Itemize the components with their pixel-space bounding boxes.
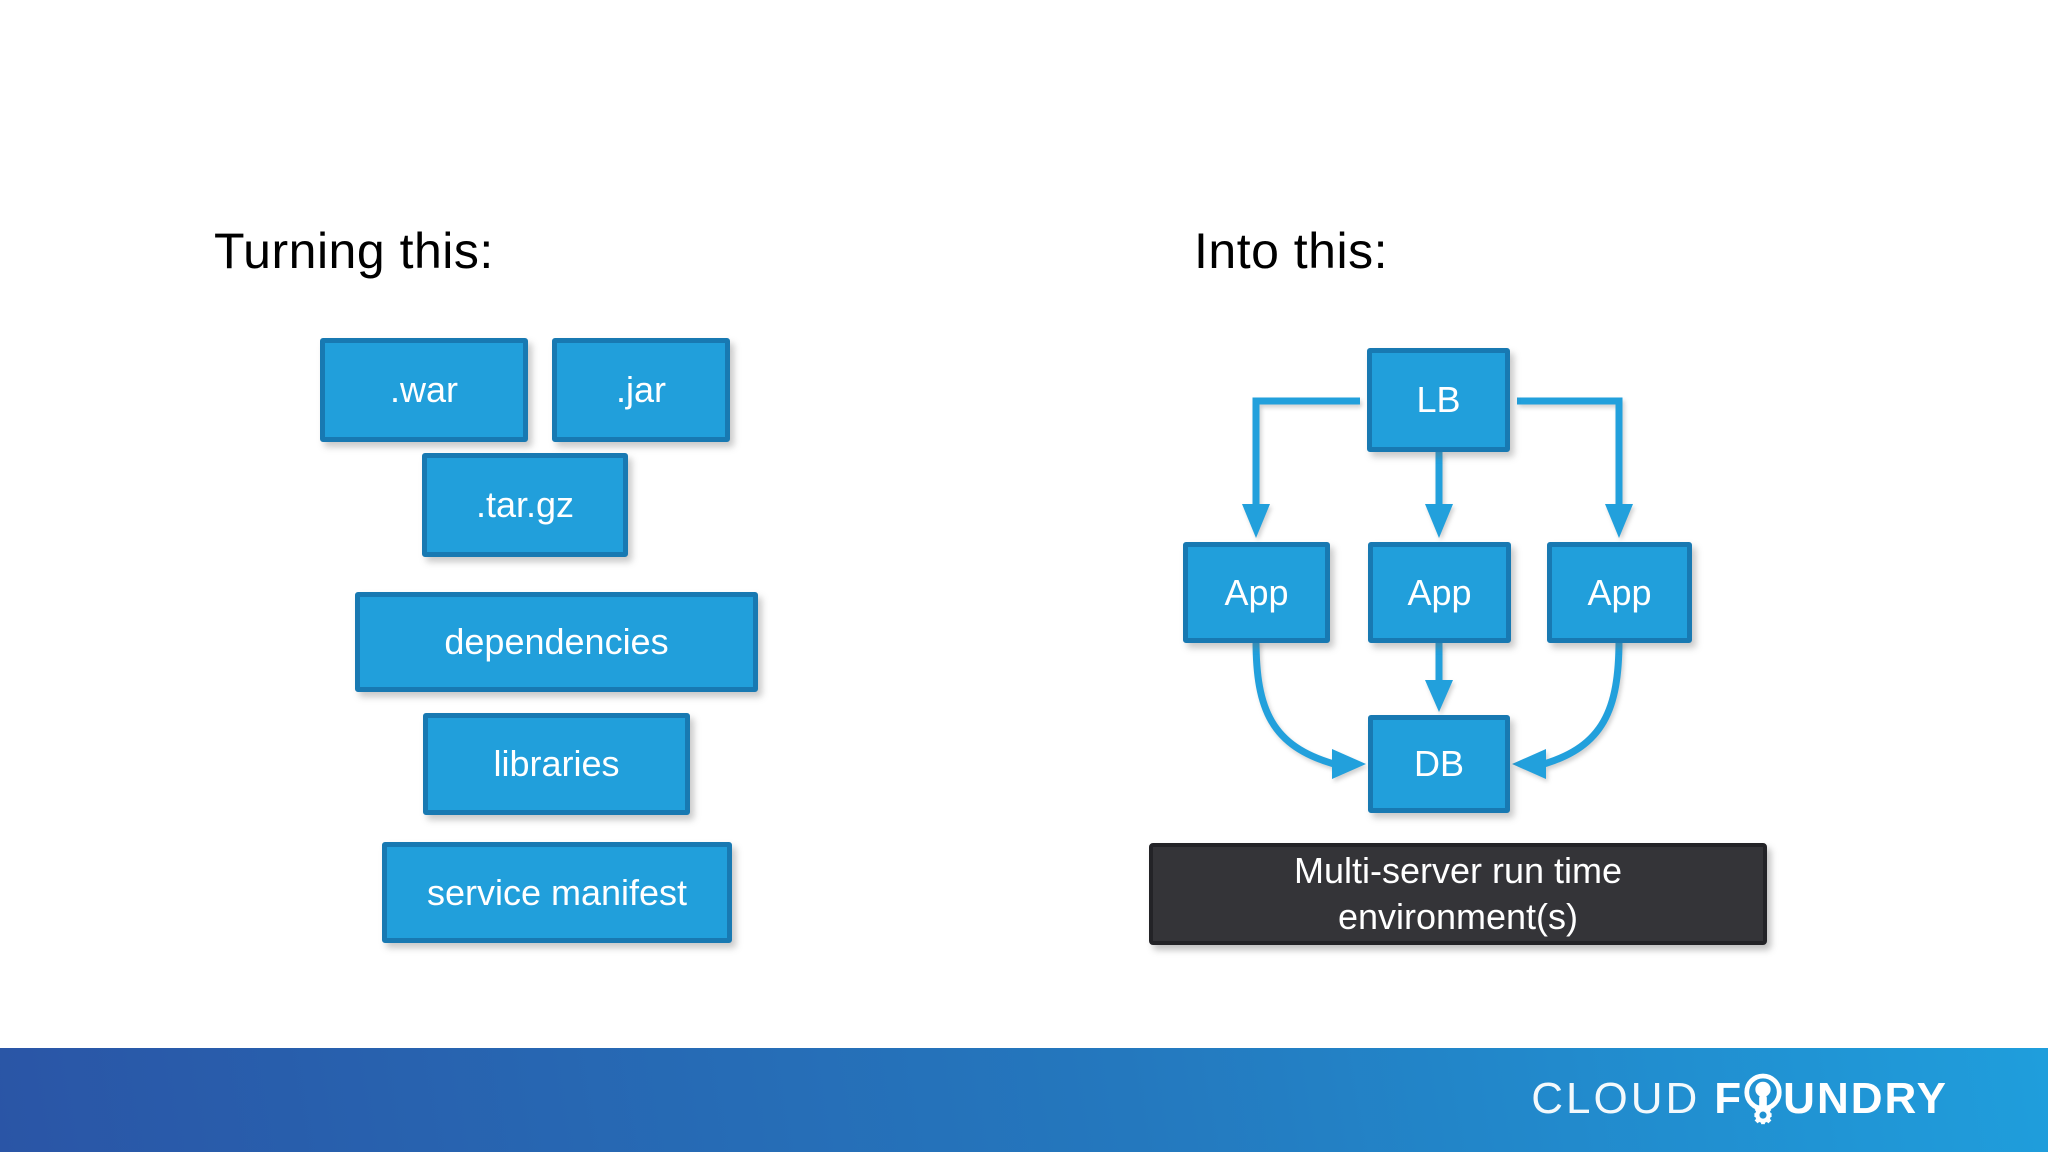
runtime-environment-caption: Multi-server run time environment(s) (1149, 843, 1767, 945)
caption-line-1: Multi-server run time (1293, 850, 1623, 891)
box-jar: .jar (552, 338, 730, 442)
arrowhead-app1 (1242, 504, 1270, 538)
cloud-foundry-logo: CLOUD F (1531, 1071, 1948, 1127)
arrow-app1-to-db (1252, 639, 1335, 768)
box-libraries: libraries (423, 713, 690, 815)
arrowhead-app3 (1605, 504, 1633, 538)
footer-bar: CLOUD F (0, 1048, 2048, 1152)
lightbulb-gear-icon (1744, 1073, 1782, 1125)
box-targz: .tar.gz (422, 453, 628, 557)
node-db: DB (1368, 715, 1510, 813)
box-service-manifest: service manifest (382, 842, 732, 943)
arrowhead-db-right (1512, 749, 1546, 779)
node-app-2: App (1368, 542, 1511, 643)
node-app-3: App (1547, 542, 1692, 643)
caption-line-2: environment(s) (1337, 896, 1579, 937)
arrow-lb-to-app3 (1517, 397, 1623, 506)
gear-icon (1754, 1106, 1772, 1125)
left-title: Turning this: (214, 223, 494, 279)
brand-word-foundry-f: F (1714, 1073, 1744, 1123)
right-title: Into this: (1194, 223, 1388, 279)
node-app-1: App (1183, 542, 1330, 643)
arrow-lb-to-app1 (1252, 397, 1360, 506)
arrowhead-app2 (1425, 504, 1453, 538)
box-war: .war (320, 338, 528, 442)
box-dependencies: dependencies (355, 592, 758, 692)
brand-word-cloud: CLOUD (1531, 1073, 1701, 1123)
arrowhead-db-top (1425, 680, 1453, 712)
arrow-app3-to-db (1542, 639, 1623, 768)
brand-word-foundry-rest: UNDRY (1783, 1073, 1948, 1123)
node-lb: LB (1367, 348, 1510, 452)
arrowhead-db-left (1332, 749, 1366, 779)
